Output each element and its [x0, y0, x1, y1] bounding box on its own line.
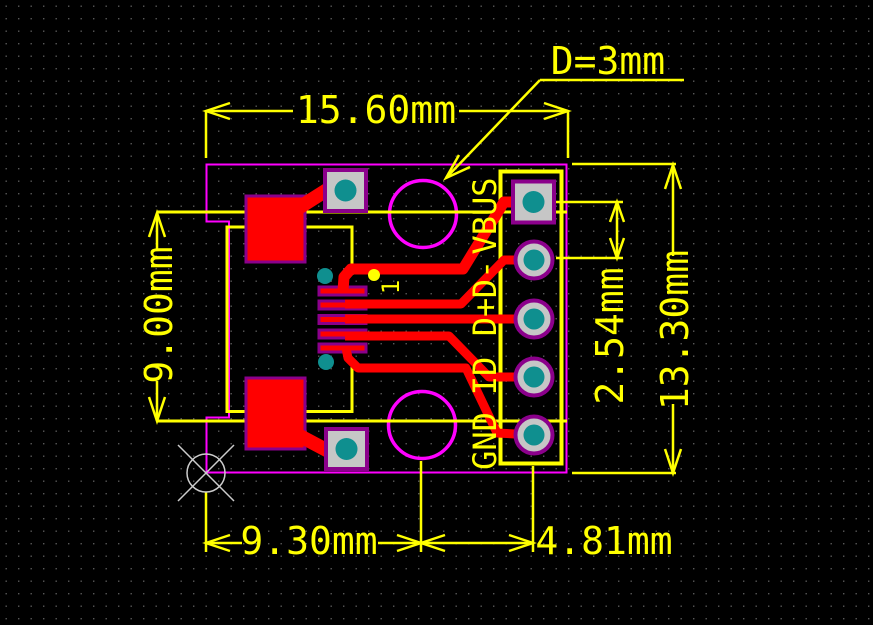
dim-pin-pitch-text[interactable]: 2.54mm	[588, 267, 632, 404]
shield-pad-bottom[interactable]	[244, 376, 307, 451]
hole-diameter-text[interactable]: D=3mm	[551, 39, 665, 83]
trace-gnd[interactable]	[341, 347, 535, 440]
pin-label-dminus[interactable]: D-	[466, 260, 504, 299]
leader-arrowhead	[443, 154, 471, 181]
usb-connector-silk-outline[interactable]	[225, 225, 354, 413]
shell-pad-bottom-hole	[335, 438, 358, 460]
dim-board-width-text[interactable]: 15.60mm	[296, 88, 456, 132]
dim-hole-to-pins-text[interactable]: 4.81mm	[535, 519, 672, 563]
header-pad-3-hole	[523, 308, 545, 330]
hole-diameter-note[interactable]: D=3mm	[443, 39, 684, 181]
header-pad-1-hole	[522, 191, 545, 213]
pin-label-vbus[interactable]: VBUS	[466, 177, 504, 254]
pin-label-gnd[interactable]: GND	[466, 412, 504, 470]
via-top[interactable]	[317, 268, 333, 284]
trace-id[interactable]	[345, 331, 534, 382]
shield-pad-top[interactable]	[244, 194, 307, 264]
dim-pin-pitch[interactable]: 2.54mm	[556, 198, 632, 405]
trace-vbus[interactable]	[337, 196, 534, 292]
pin-label-id[interactable]: ID	[466, 357, 504, 396]
dim-hole-offset[interactable]: 9.30mm	[202, 461, 425, 563]
via-bottom[interactable]	[318, 354, 334, 370]
pin1-label: 1	[377, 280, 405, 294]
header-pad-5-hole	[523, 424, 545, 446]
dim-connector-height[interactable]: 9.00mm	[137, 209, 181, 425]
mounting-hole-bottom[interactable]	[386, 389, 458, 461]
shell-pad-top-hole	[334, 179, 357, 202]
board-outline[interactable]	[205, 163, 568, 474]
dim-hole-to-pins[interactable]: 4.81mm	[417, 466, 673, 563]
dim-board-width[interactable]: 15.60mm	[202, 88, 572, 158]
dim-connector-height-text[interactable]: 9.00mm	[137, 246, 181, 383]
header-pad-4-hole	[523, 366, 545, 388]
shell-pad-bottom[interactable]	[324, 427, 369, 471]
mounting-hole-top[interactable]	[387, 178, 459, 250]
dim-board-height-text[interactable]: 13.30mm	[653, 250, 697, 410]
pin-label-dplus[interactable]: D+	[466, 298, 504, 337]
pin1-dot	[368, 269, 380, 281]
header-pad-2-hole	[523, 249, 545, 271]
dim-hole-offset-text[interactable]: 9.30mm	[240, 519, 377, 563]
origin-marker[interactable]	[177, 444, 235, 502]
dim-board-height[interactable]: 13.30mm	[572, 161, 697, 477]
